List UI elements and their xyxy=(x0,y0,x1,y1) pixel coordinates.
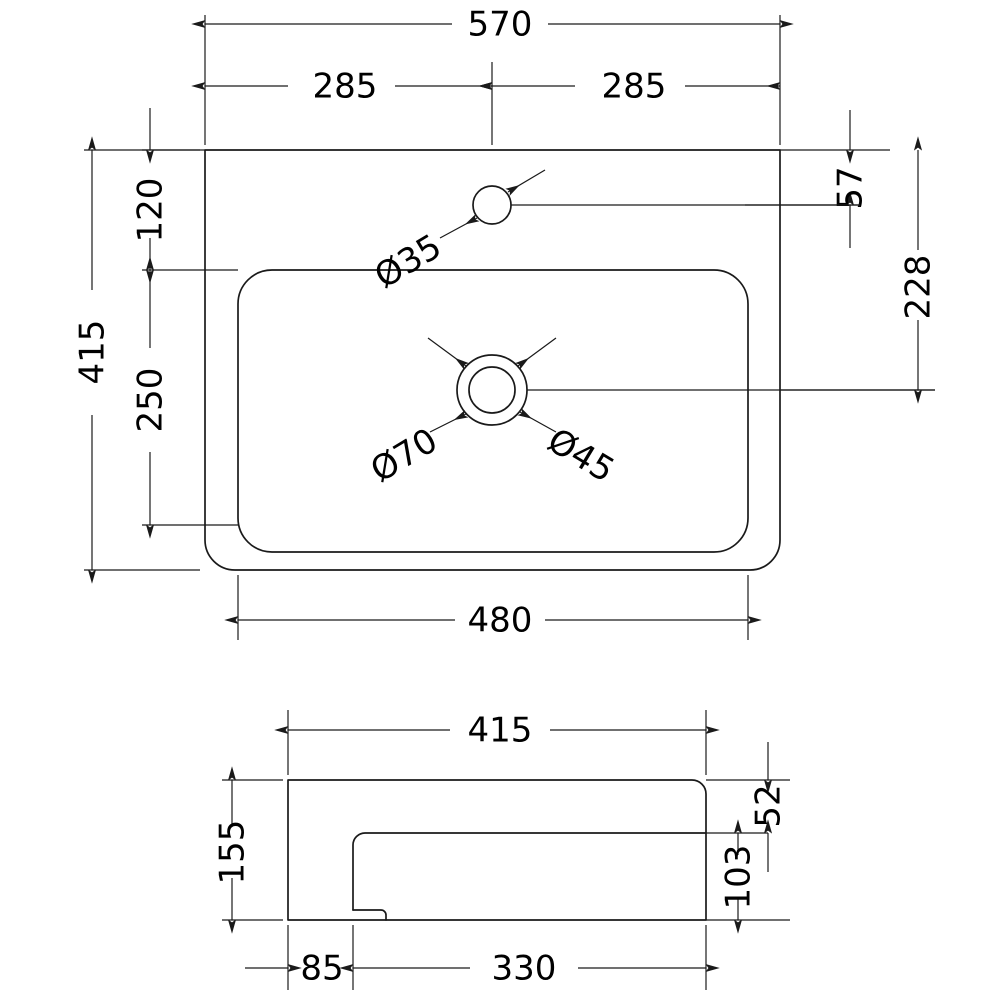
dim-label-side-overall-height: 155 xyxy=(213,820,253,885)
side-view-group: 415 155 52 103 85 330 xyxy=(213,710,790,990)
dim-label-drain-inner-diameter: Ø45 xyxy=(540,421,621,491)
basin-bowl-outline xyxy=(237,269,749,553)
dim-label-bowl-depth: 250 xyxy=(131,368,171,433)
dim-label-side-overall-depth: 415 xyxy=(468,711,533,751)
dim-label-half-width-right: 285 xyxy=(602,67,667,107)
side-step-outline xyxy=(352,832,707,911)
dim-leader-d35-upper xyxy=(505,169,546,196)
dim-label-front-lip-width: 85 xyxy=(300,949,343,989)
dim-label-body-height: 103 xyxy=(719,845,759,910)
dim-leader-d70-upper xyxy=(515,337,557,370)
dim-label-half-width-left: 285 xyxy=(313,67,378,107)
dim-leader-d35-lower xyxy=(439,214,480,239)
drain-inner-circle xyxy=(468,366,516,414)
dim-label-rim-to-bowl: 120 xyxy=(131,178,171,243)
dim-label-underside-width: 330 xyxy=(492,949,557,989)
dim-leader-d45-lower xyxy=(517,408,557,433)
top-view-group: 570 285 285 415 120 250 57 xyxy=(73,5,939,641)
dim-label-tap-hole-diameter: Ø35 xyxy=(368,227,449,297)
dim-label-tap-hole-offset: 57 xyxy=(831,166,871,209)
drain-outer-circle xyxy=(456,354,528,426)
dim-label-overall-width: 570 xyxy=(468,5,533,45)
dim-label-rim-height: 52 xyxy=(749,784,789,827)
dim-leader-d70-lower xyxy=(429,410,469,433)
tap-hole-circle xyxy=(472,185,512,225)
dim-label-drain-offset: 228 xyxy=(899,255,939,320)
side-outer-outline xyxy=(287,779,707,921)
side-notch-outline xyxy=(352,909,387,921)
dim-leader-d45-upper xyxy=(427,337,469,370)
dim-label-overall-depth: 415 xyxy=(73,320,113,385)
basin-outer-outline xyxy=(204,149,781,571)
dim-label-bowl-width: 480 xyxy=(468,601,533,641)
